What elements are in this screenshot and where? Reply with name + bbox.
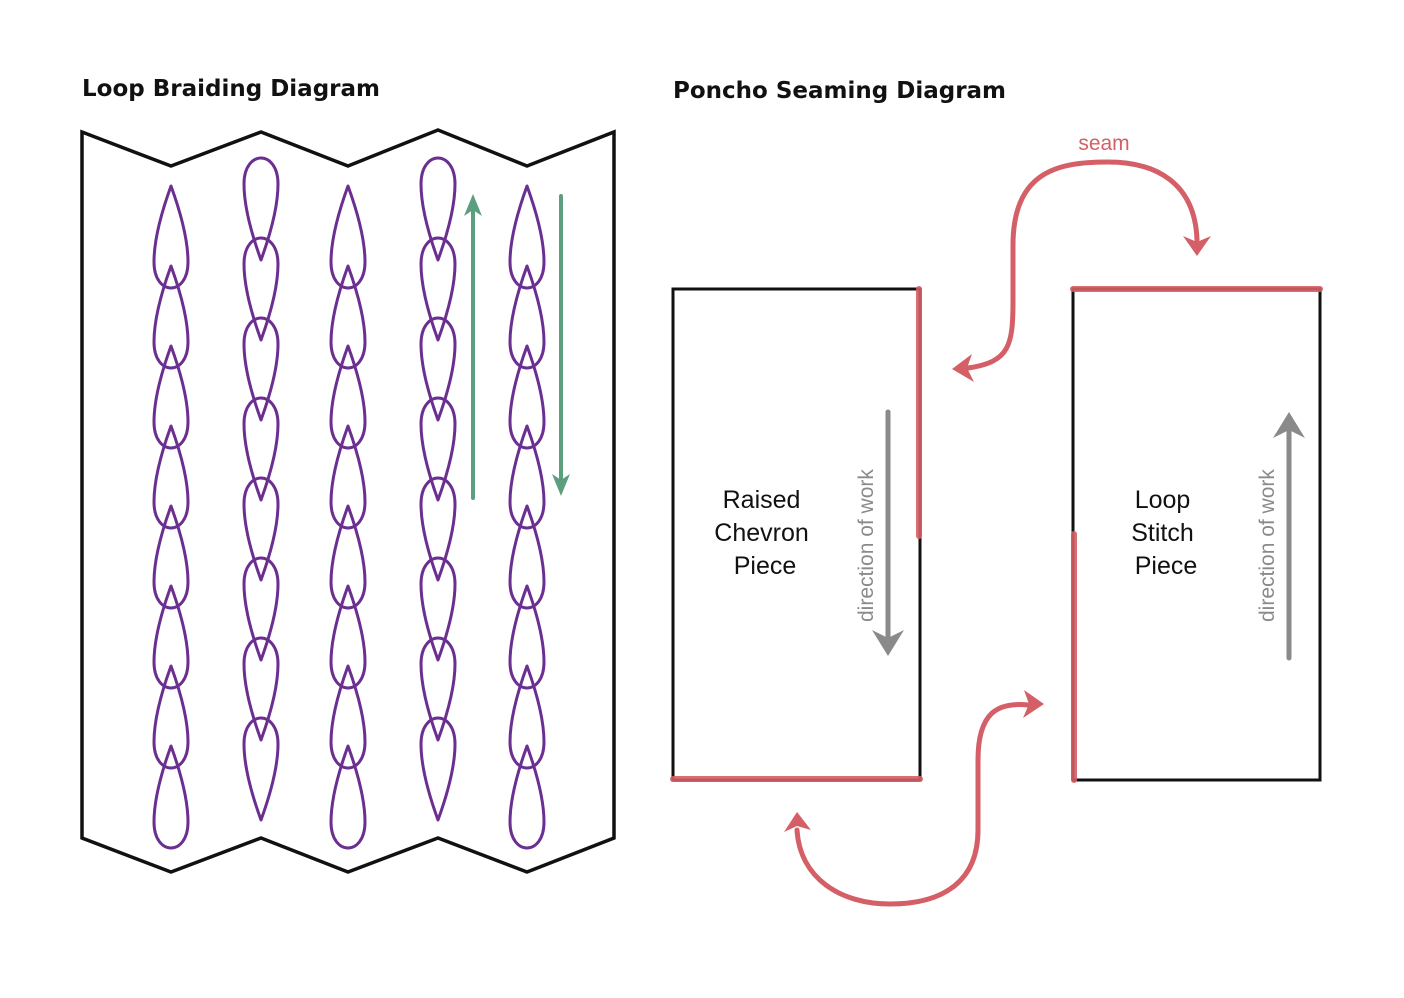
braid-loop <box>419 636 457 742</box>
direction-arrow-up-head <box>1273 412 1305 438</box>
braid-loop <box>152 584 190 690</box>
braid-loop <box>508 744 546 850</box>
loop-stitch-label: Loop Stitch Piece <box>1131 486 1200 580</box>
seam-arrow-bottom <box>794 702 1031 907</box>
braid-loop <box>152 744 190 850</box>
direction-of-work-label-right: direction of work <box>1256 469 1279 622</box>
seam-arrow-top <box>965 159 1200 371</box>
direction-of-work-label-left: direction of work <box>855 469 878 622</box>
braid-loop <box>329 264 367 370</box>
seam-label: seam <box>1078 132 1129 155</box>
braid-loop <box>508 664 546 770</box>
braid-loop <box>508 584 546 690</box>
direction-arrow-down-head <box>872 630 904 656</box>
fabric-outline <box>80 128 616 874</box>
braid-loop <box>508 424 546 530</box>
braid-loop <box>419 716 457 822</box>
braid-loop <box>242 316 280 422</box>
braid-loop <box>329 584 367 690</box>
braid-loop <box>152 504 190 610</box>
seam-arrow-bottom-head-up <box>784 812 811 832</box>
braiding-title: Loop Braiding Diagram <box>82 76 380 102</box>
braid-loop <box>329 744 367 850</box>
braid-loop <box>329 344 367 450</box>
braid-loop <box>242 476 280 582</box>
seam-arrow-top-head-left <box>952 354 974 382</box>
braid-loop <box>152 264 190 370</box>
braid-loop <box>419 316 457 422</box>
braid-arrow-down-head <box>552 474 570 496</box>
raised-chevron-label: Raised Chevron Piece <box>714 486 815 580</box>
braid-loop <box>242 156 280 262</box>
braid-loop <box>152 424 190 530</box>
braid-arrow-up-head <box>464 194 482 216</box>
braid-loop <box>508 264 546 370</box>
braid-loop <box>242 636 280 742</box>
loop-columns <box>152 156 546 850</box>
braid-loop <box>329 504 367 610</box>
braid-loop <box>419 396 457 502</box>
braid-loop <box>419 156 457 262</box>
braid-loop <box>419 476 457 582</box>
braid-loop <box>508 344 546 450</box>
seam-arrow-bottom-head-right <box>1023 690 1044 718</box>
braid-loop <box>242 236 280 342</box>
braid-loop <box>329 184 367 290</box>
braid-loop <box>242 716 280 822</box>
braid-loop <box>329 664 367 770</box>
braid-loop <box>508 504 546 610</box>
braid-loop <box>419 236 457 342</box>
braid-loop <box>419 556 457 662</box>
seaming-title: Poncho Seaming Diagram <box>673 78 1006 104</box>
braid-loop <box>152 344 190 450</box>
braid-loop <box>329 424 367 530</box>
braid-loop <box>152 664 190 770</box>
braid-loop <box>152 184 190 290</box>
braid-loop <box>242 556 280 662</box>
seam-arrow-top-head-right <box>1183 236 1211 256</box>
braid-loop <box>508 184 546 290</box>
braid-loop <box>242 396 280 502</box>
